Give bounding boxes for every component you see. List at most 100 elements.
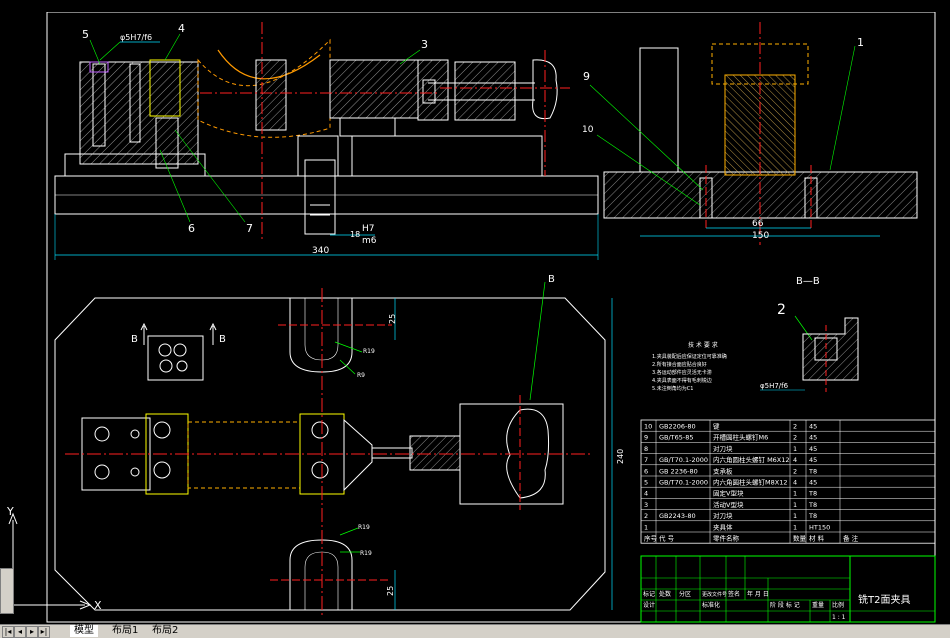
callout-10: 10 <box>582 125 594 135</box>
bom-cell-qty: 1 <box>793 445 797 453</box>
bom-cell-qty: 2 <box>793 423 797 431</box>
section-title: B—B <box>796 276 820 287</box>
bom-cell-no: 3 <box>644 501 648 509</box>
side-toolbar[interactable] <box>0 568 14 614</box>
drawing-frame <box>46 11 936 623</box>
bom-cell-code: GB 2236-80 <box>659 467 698 475</box>
bom-cell-code: GB2243-80 <box>659 512 696 520</box>
bom-cell-qty: 1 <box>793 501 797 509</box>
dim-r19-c: R19 <box>358 524 370 531</box>
bom-cell-mat: 45 <box>809 423 817 431</box>
section-fit: φ5H7/f6 <box>760 382 789 390</box>
bom-cell-no: 10 <box>644 423 652 431</box>
notes-line-5: 5.未注倒角均为C1 <box>652 385 693 392</box>
title-block: 铣T2面夹具 标记 处数 分区 更改文件号 签名 年 月 日 设计 标准化 阶 … <box>640 555 936 623</box>
front-view-dimensions <box>54 33 880 260</box>
bom-cell-name: 键 <box>713 422 720 431</box>
tab-nav-last[interactable]: ▸| <box>38 626 50 638</box>
bom-cell-qty: 4 <box>793 456 797 464</box>
tb-cell-2: 分区 <box>679 590 691 598</box>
tb-cell-4: 签名 <box>728 590 740 598</box>
dim-240: 240 <box>616 449 625 464</box>
bom-cell-no: 8 <box>644 445 648 453</box>
plan-view-dimensions <box>334 281 613 610</box>
top-toolbar[interactable] <box>0 0 950 12</box>
bom-header-name: 零件名称 <box>713 534 740 543</box>
bom-cell-name: 对刀块 <box>713 444 733 453</box>
side-view <box>603 22 918 245</box>
bom-cell-mat: T8 <box>808 501 817 509</box>
bom-cell-name: 对刀块 <box>713 511 733 520</box>
bom-cell-name: 夹具体 <box>713 522 733 531</box>
callout-3: 3 <box>421 38 428 51</box>
callout-5: 5 <box>82 28 89 41</box>
bom-cell-no: 4 <box>644 490 648 498</box>
bom-header-no: 序号 <box>644 534 658 543</box>
tb-cell-5: 年 月 日 <box>747 590 769 598</box>
dim-66: 66 <box>752 219 764 229</box>
bom-cell-qty: 2 <box>793 434 797 442</box>
bom-cell-no: 9 <box>644 434 648 442</box>
section-callout: 2 <box>777 302 786 318</box>
bom-cell-mat: 45 <box>809 479 817 487</box>
callout-1: 1 <box>857 36 864 49</box>
bom-cell-mat: HT150 <box>809 523 830 531</box>
tb-cell-10: 比例 <box>832 601 844 609</box>
bom-cell-qty: 1 <box>793 512 797 520</box>
dim-25-bottom: 25 <box>386 586 395 596</box>
dim-r9: R9 <box>357 372 365 379</box>
plan-cut-mark-b: B <box>548 274 555 285</box>
dim-18: 18 <box>350 230 360 239</box>
bom-cell-mat: 45 <box>809 445 817 453</box>
notes-line-1: 1.夹具装配后应保证定位可靠准确 <box>652 353 727 360</box>
tb-cell-11: 1 : 1 <box>832 614 846 621</box>
dim-m6: m6 <box>362 236 377 246</box>
bom-cell-qty: 1 <box>793 490 797 498</box>
bom-cell-code: GB/T70.1-2000 <box>659 479 708 487</box>
bom-cell-name: 开槽圆柱头螺钉M6 <box>713 433 768 442</box>
ucs-icon: Y X <box>6 505 102 612</box>
layout-tab-bar: |◂ ◂ ▸ ▸| 模型 布局1 布局2 <box>0 624 950 638</box>
dim-r19-a: R19 <box>363 348 375 355</box>
plan-view <box>54 288 606 615</box>
bom-cell-name: 内六角圆柱头螺钉M8X12 <box>713 478 787 487</box>
dim-h7: H7 <box>362 224 375 234</box>
bom-cell-name: 活动V型块 <box>713 500 744 509</box>
tb-cell-6: 设计 <box>643 601 655 609</box>
bom-cell-name: 内六角圆柱头螺钉 M6X12 <box>713 455 790 464</box>
dim-25-top: 25 <box>388 314 397 324</box>
dim-fit-top: φ5H7/f6 <box>120 33 152 42</box>
technical-notes: 技 术 要 求 1.夹具装配后应保证定位可靠准确 2.所有接合面应贴合良好 3.… <box>652 341 727 392</box>
bom-cell-mat: 45 <box>809 434 817 442</box>
bom-header-note: 备 注 <box>843 534 859 543</box>
notes-line-2: 2.所有接合面应贴合良好 <box>652 361 707 368</box>
callout-7: 7 <box>246 222 253 235</box>
bom-frame <box>640 419 936 544</box>
bom-header-qty: 数量 <box>793 534 807 543</box>
tab-model[interactable]: 模型 <box>70 625 98 637</box>
tb-cell-9: 重量 <box>812 601 824 609</box>
tb-cell-0: 标记 <box>643 590 655 598</box>
tab-nav-prev[interactable]: ◂ <box>14 626 26 638</box>
bom-cell-mat: T8 <box>808 512 817 520</box>
tb-cell-3: 更改文件号 <box>702 591 727 598</box>
section-mark-right: B <box>219 334 226 345</box>
bom-cell-qty: 1 <box>793 523 797 531</box>
svg-text:Y: Y <box>6 505 14 518</box>
tab-layout2[interactable]: 布局2 <box>152 625 179 636</box>
bom-cell-code: GB/T70.1-2000 <box>659 456 708 464</box>
bom-cell-qty: 4 <box>793 479 797 487</box>
dim-overall-length: 340 <box>312 246 329 256</box>
tab-layout1[interactable]: 布局1 <box>112 625 139 636</box>
tab-nav-first[interactable]: |◂ <box>2 626 14 638</box>
dim-r19-b: R19 <box>360 550 372 557</box>
tb-cell-1: 处数 <box>659 590 671 598</box>
bom-cell-no: 7 <box>644 456 648 464</box>
tab-nav-next[interactable]: ▸ <box>26 626 38 638</box>
bom-cell-name: 固定V型块 <box>713 489 744 498</box>
notes-title: 技 术 要 求 <box>688 341 718 349</box>
bom-cell-mat: T8 <box>808 490 817 498</box>
svg-text:X: X <box>94 599 102 612</box>
